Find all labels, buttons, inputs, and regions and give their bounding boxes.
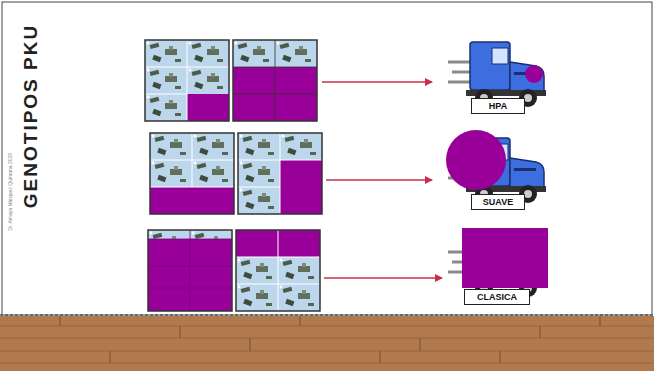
label-box: SUAVE — [471, 194, 525, 210]
label-text: SUAVE — [483, 197, 513, 207]
slide-title: GENOTIPOS PKU — [20, 24, 42, 208]
label-box: CLASICA — [464, 289, 530, 305]
label-text: HPA — [489, 101, 507, 111]
label-text: CLASICA — [477, 292, 517, 302]
label-box: HPA — [471, 98, 525, 114]
watermark: Dr. Amaya Márquez Quintana 2019 — [7, 153, 13, 231]
